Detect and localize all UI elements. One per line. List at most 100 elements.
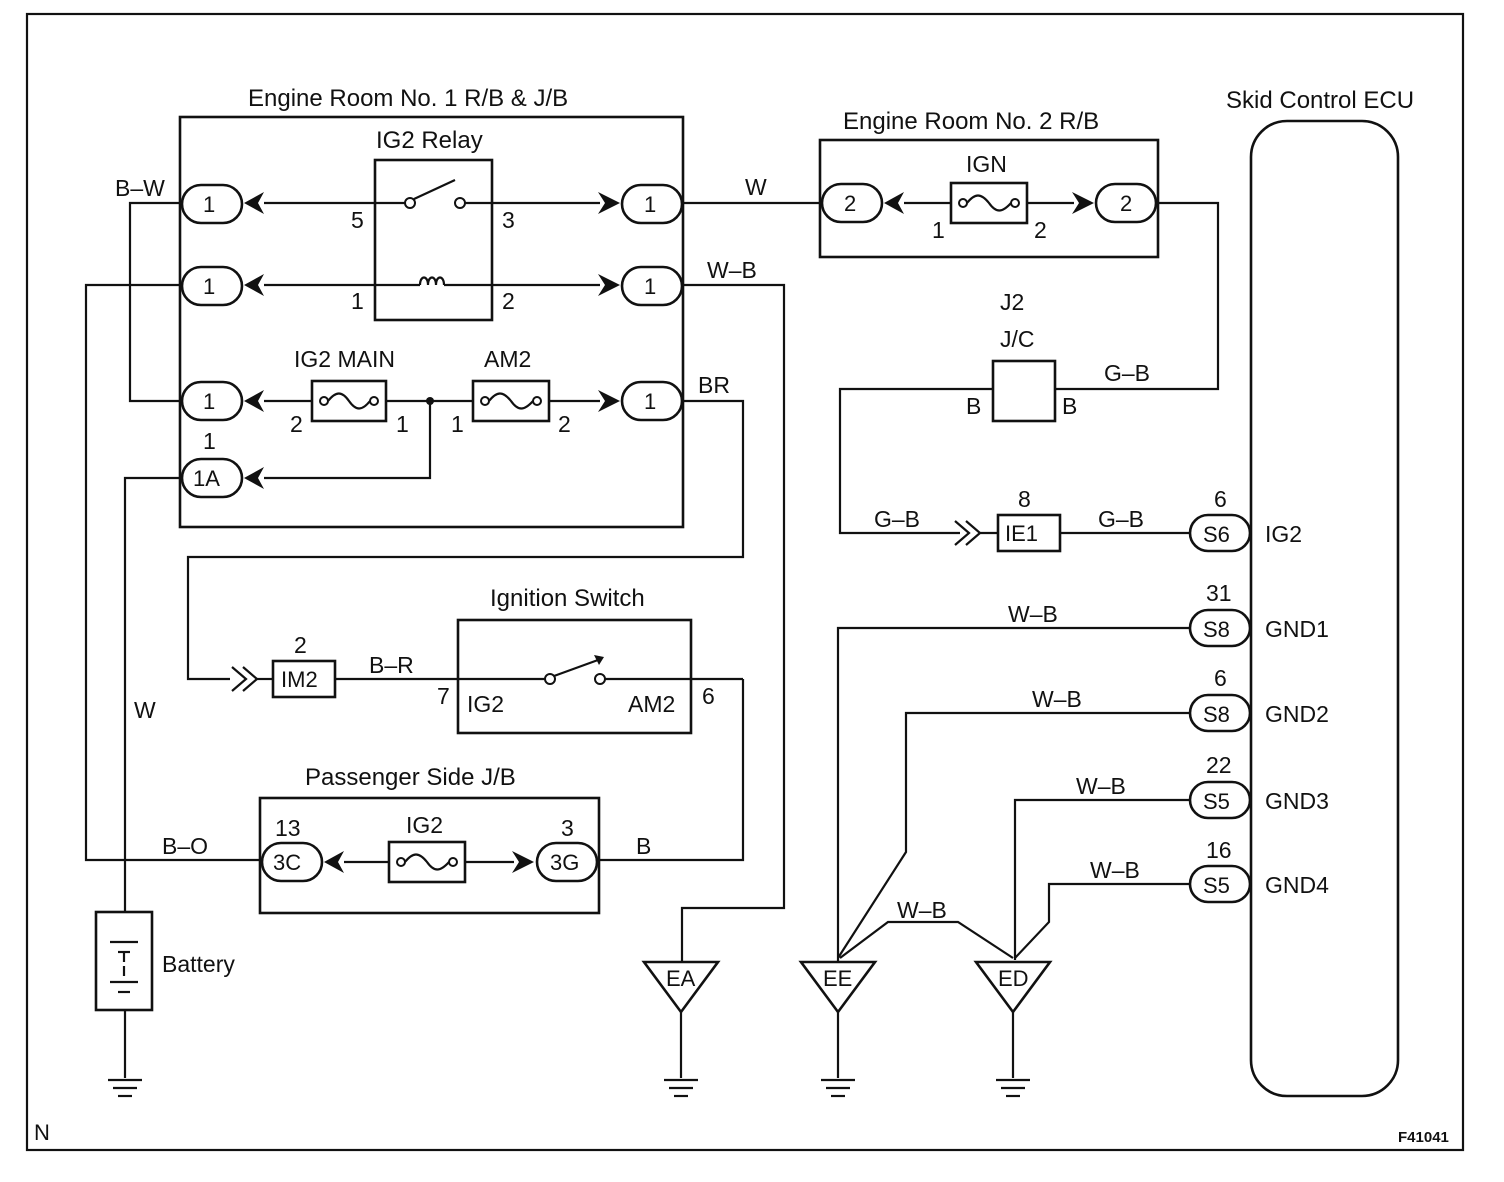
svg-text:1: 1 xyxy=(351,288,364,314)
wire-label-b: B xyxy=(636,833,651,859)
svg-text:3C: 3C xyxy=(273,850,301,875)
wire-label-br: BR xyxy=(698,372,730,398)
ecu-pin-gnd4: 16 S5 GND4 xyxy=(1188,837,1329,904)
svg-text:AM2: AM2 xyxy=(484,346,531,372)
battery-label: Battery xyxy=(162,951,235,977)
wire-label-gb-ecu: G–B xyxy=(1098,506,1144,532)
svg-text:EA: EA xyxy=(666,966,696,991)
svg-text:ED: ED xyxy=(998,966,1029,991)
ground-ed: ED xyxy=(973,960,1053,1098)
svg-text:GND4: GND4 xyxy=(1265,872,1329,898)
fuse-icon xyxy=(310,379,388,423)
double-arrow-icon xyxy=(231,666,259,692)
figure-id: F41041 xyxy=(1398,1129,1449,1146)
svg-text:1: 1 xyxy=(644,192,656,217)
svg-text:IG2: IG2 xyxy=(467,691,504,717)
diagram-frame xyxy=(25,12,1465,1152)
fuse-icon xyxy=(949,181,1029,225)
wire-label-bw: B–W xyxy=(115,175,165,201)
svg-text:7: 7 xyxy=(437,683,450,709)
engine-room-1-title: Engine Room No. 1 R/B & J/B xyxy=(248,85,568,112)
svg-text:1: 1 xyxy=(203,389,215,414)
arrow-icon xyxy=(1072,192,1094,214)
arrow-icon xyxy=(244,467,264,489)
wire-label-bo: B–O xyxy=(162,833,208,859)
svg-text:6: 6 xyxy=(1214,665,1227,691)
ignition-switch: Ignition Switch IG2 AM2 7 6 xyxy=(437,585,743,735)
svg-text:GND3: GND3 xyxy=(1265,788,1329,814)
battery: Battery xyxy=(94,910,235,1012)
svg-text:6: 6 xyxy=(1214,486,1227,512)
svg-text:22: 22 xyxy=(1206,752,1232,778)
engine-room-2-title: Engine Room No. 2 R/B xyxy=(843,108,1099,135)
ecu-pin-gnd2: 6 S8 GND2 xyxy=(1188,665,1329,733)
connector-3g xyxy=(535,841,599,883)
svg-text:IG2: IG2 xyxy=(1265,521,1302,547)
engine-room-1-box: Engine Room No. 1 R/B & J/B IG2 Relay 1 … xyxy=(178,85,685,529)
svg-text:31: 31 xyxy=(1206,580,1232,606)
svg-text:IGN: IGN xyxy=(966,151,1007,177)
corner-label: N xyxy=(34,1120,50,1145)
svg-text:B: B xyxy=(966,393,981,419)
svg-text:2: 2 xyxy=(1034,217,1047,243)
svg-text:IE1: IE1 xyxy=(1005,521,1038,546)
svg-text:2: 2 xyxy=(844,191,856,216)
connector-3c xyxy=(260,841,324,883)
ground-icon xyxy=(108,1078,142,1098)
arrow-icon xyxy=(598,192,620,214)
fuse-icon xyxy=(387,840,467,884)
fuse-icon xyxy=(471,379,551,423)
wire-label-br-r: B–R xyxy=(369,652,414,678)
svg-text:S8: S8 xyxy=(1203,702,1230,727)
ground-ee: EE xyxy=(798,960,878,1098)
arrow-icon xyxy=(244,390,264,412)
svg-text:GND2: GND2 xyxy=(1265,701,1329,727)
svg-text:IM2: IM2 xyxy=(281,667,318,692)
arrow-icon xyxy=(244,274,264,296)
skid-control-ecu: Skid Control ECU xyxy=(1226,87,1414,1098)
svg-text:2: 2 xyxy=(294,632,307,658)
wire-label-wb-bridge: W–B xyxy=(897,897,947,923)
svg-text:IG2: IG2 xyxy=(406,812,443,838)
svg-text:EE: EE xyxy=(823,966,852,991)
svg-text:GND1: GND1 xyxy=(1265,616,1329,642)
wire-label-gb-mid: G–B xyxy=(874,506,920,532)
wire-label-wb-gnd1: W–B xyxy=(1008,601,1058,627)
ecu-pin-gnd1: 31 S8 GND1 xyxy=(1188,580,1329,648)
svg-text:1: 1 xyxy=(396,411,409,437)
wire-label-w-left: W xyxy=(134,697,156,723)
arrow-icon xyxy=(598,390,620,412)
ground-ea: EA xyxy=(641,960,721,1098)
passenger-side-jb-title: Passenger Side J/B xyxy=(305,764,516,791)
svg-text:5: 5 xyxy=(351,207,364,233)
svg-text:1: 1 xyxy=(644,274,656,299)
svg-text:16: 16 xyxy=(1206,837,1232,863)
ig2-relay xyxy=(373,158,494,322)
ecu-title: Skid Control ECU xyxy=(1226,87,1414,114)
wire-label-wb-gnd4: W–B xyxy=(1090,857,1140,883)
svg-text:1: 1 xyxy=(644,389,656,414)
wire-label-gb-top: G–B xyxy=(1104,360,1150,386)
junction-j2: J2 J/C B B xyxy=(966,289,1077,423)
svg-text:B: B xyxy=(1062,393,1077,419)
svg-text:1: 1 xyxy=(203,428,216,454)
svg-text:S8: S8 xyxy=(1203,617,1230,642)
svg-text:1: 1 xyxy=(203,274,215,299)
passenger-side-jb: Passenger Side J/B 3C 13 IG2 3G 3 xyxy=(258,764,601,915)
ig2-relay-title: IG2 Relay xyxy=(376,127,483,154)
svg-text:6: 6 xyxy=(702,683,715,709)
svg-text:AM2: AM2 xyxy=(628,691,675,717)
svg-text:S6: S6 xyxy=(1203,522,1230,547)
ecu-pin-ig2: 6 S6 IG2 xyxy=(1188,486,1302,553)
svg-text:IG2 MAIN: IG2 MAIN xyxy=(294,346,395,372)
arrow-icon xyxy=(244,192,264,214)
svg-text:1: 1 xyxy=(932,217,945,243)
svg-text:3: 3 xyxy=(561,815,574,841)
svg-text:3: 3 xyxy=(502,207,515,233)
svg-text:2: 2 xyxy=(558,411,571,437)
wire-label-wb-gnd3: W–B xyxy=(1076,773,1126,799)
svg-text:1: 1 xyxy=(203,192,215,217)
svg-text:J2: J2 xyxy=(1000,289,1024,315)
svg-text:13: 13 xyxy=(275,815,301,841)
